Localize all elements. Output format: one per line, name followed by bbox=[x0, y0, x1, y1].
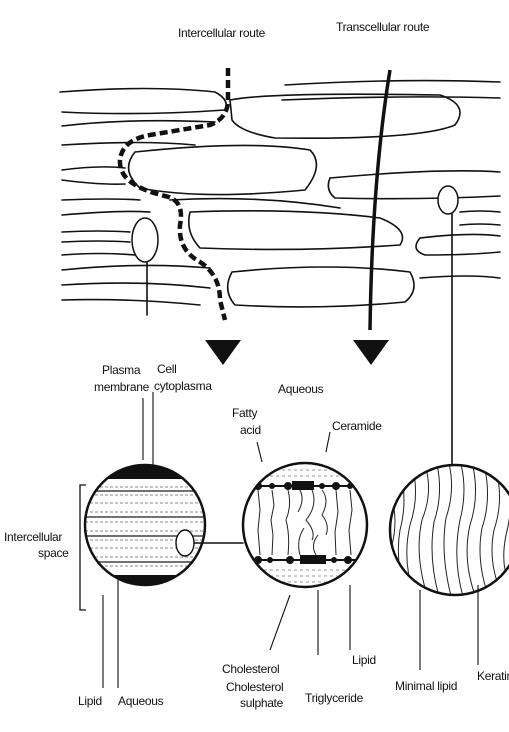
fatty-acid-label-1: Fatty bbox=[232, 406, 257, 420]
cholesterol-label: Cholesterol bbox=[222, 662, 279, 676]
fatty-acid-label-2: acid bbox=[240, 423, 261, 437]
transcellular-route-path bbox=[370, 70, 390, 330]
intercellular-space-label-1: Intercellular bbox=[4, 530, 62, 544]
intercellular-space-circle bbox=[80, 458, 243, 595]
left-magnifier-oval bbox=[132, 218, 158, 262]
plasma-membrane-label-1: Plasma bbox=[102, 363, 141, 377]
right-magnifier-oval bbox=[438, 186, 458, 214]
ceramide-label: Ceramide bbox=[332, 419, 382, 433]
cell-cytoplasma-label-2: cytoplasma bbox=[154, 379, 212, 393]
transcellular-route-label: Transcellular route bbox=[336, 20, 430, 34]
keratin-circle bbox=[390, 460, 509, 600]
triglyceride-label: Triglyceride bbox=[305, 691, 364, 705]
lipid-left-label: Lipid bbox=[78, 694, 102, 708]
cholesterol-sulphate-label-2: sulphate bbox=[240, 696, 284, 710]
cholesterol-sulphate-label-1: Cholesterol bbox=[226, 680, 283, 694]
intercellular-space-label-2: space bbox=[38, 546, 69, 560]
minimal-lipid-label: Minimal lipid bbox=[395, 679, 457, 693]
lipid-bilayer-circle bbox=[240, 460, 370, 590]
corneocyte-layers bbox=[60, 81, 500, 307]
aqueous-bottom-label: Aqueous bbox=[118, 694, 164, 708]
intercellular-space-bracket bbox=[80, 485, 86, 610]
keratin-label: Keratin bbox=[477, 669, 509, 683]
transcellular-arrowhead bbox=[353, 340, 389, 365]
cell-cytoplasma-label-1: Cell bbox=[157, 362, 176, 376]
aqueous-top-label: Aqueous bbox=[278, 382, 324, 396]
intercellular-arrowhead bbox=[205, 340, 241, 365]
plasma-membrane-label-2: membrane bbox=[94, 380, 150, 394]
lipid-right-label: Lipid bbox=[352, 653, 376, 667]
intercellular-route-label: Intercellular route bbox=[178, 26, 266, 40]
